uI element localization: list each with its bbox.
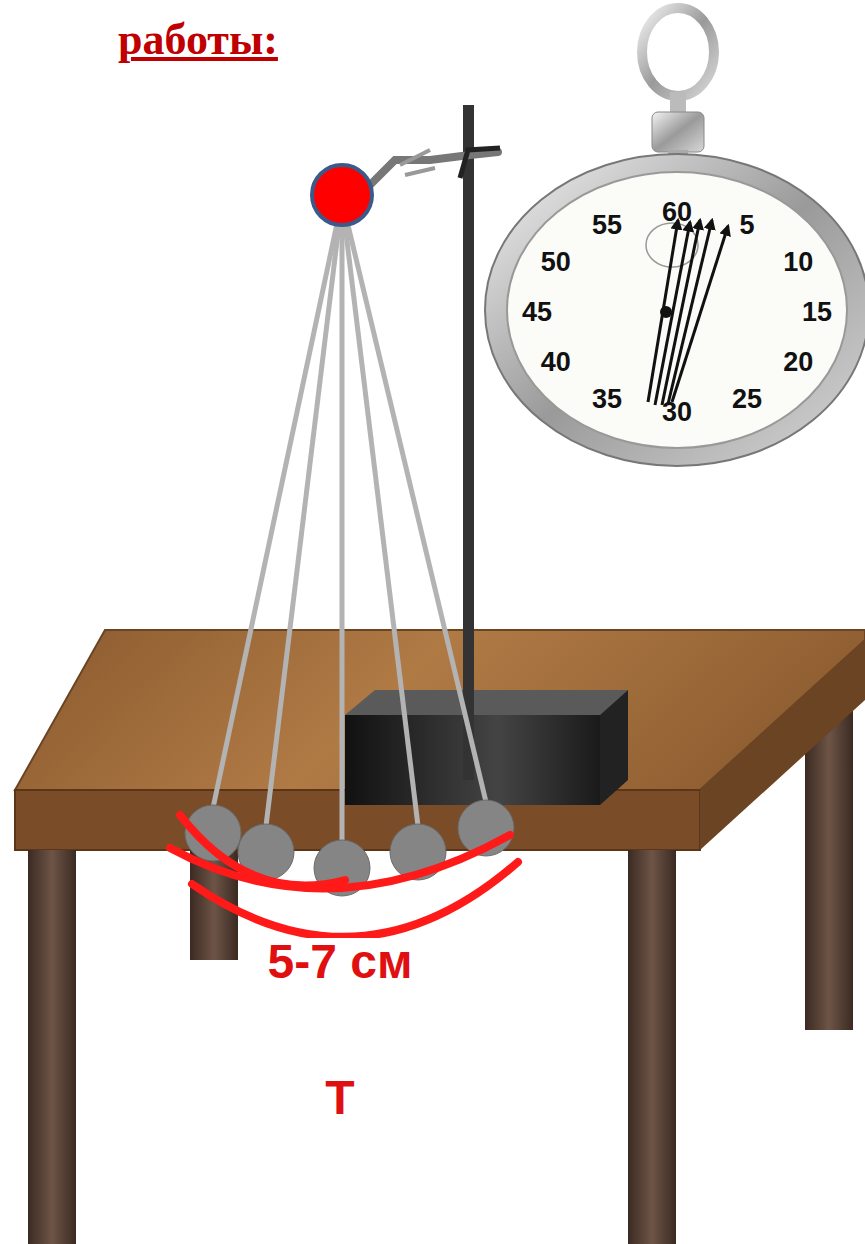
pendulum xyxy=(213,200,486,842)
heading: работы: xyxy=(118,18,278,62)
dial-number: 25 xyxy=(732,385,762,412)
period-label: Т xyxy=(322,1074,357,1122)
dial-number: 45 xyxy=(522,299,552,326)
dial-number: 30 xyxy=(662,399,692,426)
dial-number: 5 xyxy=(739,212,754,239)
amplitude-label: 5-7 см xyxy=(265,938,416,986)
dial-number: 40 xyxy=(541,349,571,376)
dial-number: 10 xyxy=(783,249,813,276)
dial-number: 35 xyxy=(592,385,622,412)
dial-number: 20 xyxy=(783,349,813,376)
dial-number: 15 xyxy=(802,299,832,326)
table xyxy=(15,630,865,1244)
dial-number: 60 xyxy=(662,199,692,226)
dial-number: 55 xyxy=(592,212,622,239)
suspension-point xyxy=(312,165,372,225)
stopwatch xyxy=(485,8,865,466)
swing-arc xyxy=(170,815,518,937)
pendulum-bob xyxy=(185,800,514,896)
dial-number: 50 xyxy=(541,249,571,276)
